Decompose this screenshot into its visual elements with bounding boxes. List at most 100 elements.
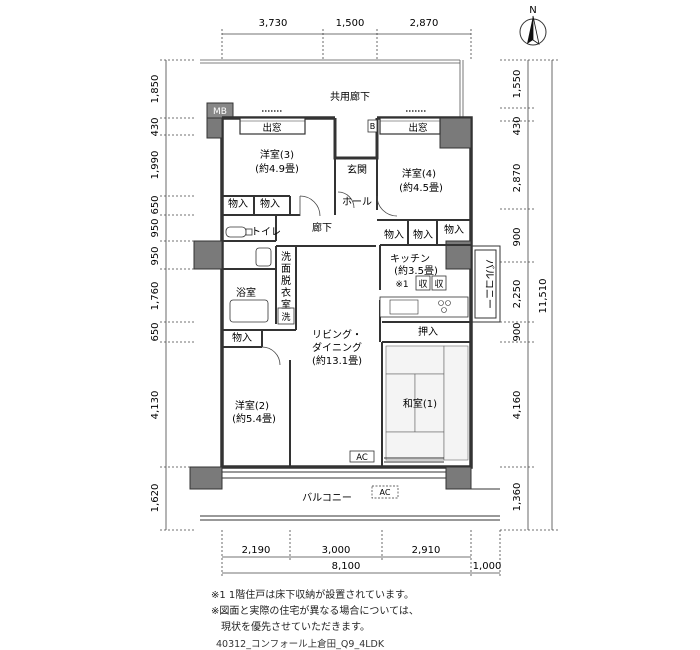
plan-caption: 40312_コンフォール上倉田_Q9_4LDK xyxy=(216,639,385,650)
toilet-label: トイレ xyxy=(251,227,281,238)
storage-label-2: 物入 xyxy=(260,197,280,210)
ac-outdoor-unit xyxy=(371,485,399,499)
dim-right-6: 900 xyxy=(512,322,523,341)
living-name-2: ダイニング xyxy=(312,341,362,354)
storage-label-5: 物入 xyxy=(444,223,464,236)
ac-indoor-label: AC xyxy=(356,453,368,463)
dim-right-2: 430 xyxy=(512,116,523,135)
dim-left-1: 1,850 xyxy=(150,75,161,104)
dim-bottom-3: 2,910 xyxy=(412,545,441,556)
b-label: B xyxy=(370,122,376,131)
western2-name: 洋室(2) xyxy=(235,399,269,412)
storage-box-2 xyxy=(431,275,447,291)
dim-right-7: 4,160 xyxy=(512,391,523,420)
side-balcony-label: バルコニー xyxy=(483,259,495,309)
structural-columns xyxy=(189,117,472,490)
dim-bottom-1: 2,190 xyxy=(242,545,271,556)
bottom-balcony xyxy=(200,471,500,521)
washroom-char-3: 脱 xyxy=(281,274,291,287)
western3-name: 洋室(3) xyxy=(260,148,294,161)
bay-windows xyxy=(239,117,441,135)
dim-top-1: 3,730 xyxy=(259,18,288,29)
north-label: N xyxy=(529,5,536,16)
bottom-balcony-label: バルコニー xyxy=(302,492,352,504)
dim-left-10: 1,620 xyxy=(150,484,161,513)
dim-left-7: 1,760 xyxy=(150,282,161,311)
closet-label: 押入 xyxy=(418,325,438,338)
washroom-char-2: 面 xyxy=(281,264,291,275)
dim-bottom-2: 3,000 xyxy=(322,545,351,556)
right-dimensions xyxy=(500,59,558,531)
western4-size: (約4.5畳) xyxy=(399,181,443,194)
living-size: (約13.1畳) xyxy=(312,354,362,367)
dim-bottom-total: 8,100 xyxy=(332,561,361,572)
dim-right-8: 1,360 xyxy=(512,483,523,512)
bottom-dimensions xyxy=(221,530,501,578)
hallway-label: 廊下 xyxy=(312,221,332,234)
storage-label-3: 物入 xyxy=(384,228,404,241)
kitchen-counter xyxy=(379,296,469,318)
ac-indoor-unit xyxy=(349,450,375,463)
mb-label: MB xyxy=(213,107,227,117)
ac-outdoor-label: AC xyxy=(380,488,391,497)
dim-right-1: 1,550 xyxy=(512,70,523,99)
western4-name: 洋室(4) xyxy=(402,167,436,180)
store-label-2: 収 xyxy=(434,278,443,290)
dim-left-5: 950 xyxy=(150,218,161,237)
bay-window-label-left: 出窓 xyxy=(262,122,281,134)
dim-top-3: 2,870 xyxy=(410,18,439,29)
mb-box: MB xyxy=(206,102,234,119)
storage-label-6: 物入 xyxy=(232,331,252,344)
dim-left-6: 950 xyxy=(150,246,161,265)
dim-bottom-extra: 1,000 xyxy=(473,561,502,572)
side-balcony xyxy=(470,245,501,323)
dim-right-total: 11,510 xyxy=(538,279,549,314)
tatami-floor xyxy=(385,345,469,461)
b-box xyxy=(367,119,378,133)
washroom-char-5: 室 xyxy=(281,298,291,311)
note-1: ※1 1階住戸は床下収納が設置されています。 xyxy=(211,590,414,601)
dim-right-4: 900 xyxy=(512,227,523,246)
dim-left-3: 1,990 xyxy=(150,151,161,180)
sliding-doors xyxy=(227,457,444,521)
store-label-1: 収 xyxy=(418,278,427,290)
kitchen-name: キッチン xyxy=(390,253,430,265)
storage-label-1: 物入 xyxy=(228,197,248,210)
toilet-icon xyxy=(225,226,253,238)
dim-left-9: 4,130 xyxy=(150,391,161,420)
interior-walls xyxy=(222,134,471,467)
storage-box-1 xyxy=(415,275,431,291)
living-name: リビング・ xyxy=(312,328,362,341)
bathtub-icon xyxy=(229,299,269,323)
japanese-name: 和室(1) xyxy=(403,397,437,410)
note-3: 現状を優先させていただきます。 xyxy=(211,622,370,633)
storage-label-4: 物入 xyxy=(413,228,433,241)
bath-label: 浴室 xyxy=(236,286,256,299)
left-dimensions xyxy=(160,59,195,531)
top-dimensions xyxy=(221,29,472,60)
hall-label: ホール xyxy=(342,196,372,208)
bay-window-label-right: 出窓 xyxy=(408,122,427,134)
door-swings xyxy=(261,191,398,366)
dim-right-5: 2,250 xyxy=(512,280,523,309)
note-2: ※図面と実際の住宅が異なる場合については、 xyxy=(211,606,419,617)
washer-box xyxy=(277,307,295,325)
western2-size: (約5.4畳) xyxy=(232,412,276,425)
common-corridor-label: 共用廊下 xyxy=(330,90,370,103)
dim-right-3: 2,870 xyxy=(512,164,523,193)
dim-left-4: 650 xyxy=(150,195,161,214)
dim-left-8: 650 xyxy=(150,322,161,341)
kitchen-size: (約3.5畳) xyxy=(394,264,438,277)
washroom-char-1: 洗 xyxy=(281,251,291,263)
washer-label: 洗 xyxy=(281,311,290,323)
common-corridor xyxy=(200,59,464,118)
dim-left-2: 430 xyxy=(150,117,161,136)
kitchen-note: ※1 xyxy=(395,280,408,290)
washbasin-icon xyxy=(255,247,272,267)
dim-top-2: 1,500 xyxy=(336,18,365,29)
washroom-char-4: 衣 xyxy=(281,286,291,299)
entrance-label: 玄関 xyxy=(347,163,367,176)
western3-size: (約4.9畳) xyxy=(255,162,299,175)
north-arrow-icon: N xyxy=(519,5,547,46)
